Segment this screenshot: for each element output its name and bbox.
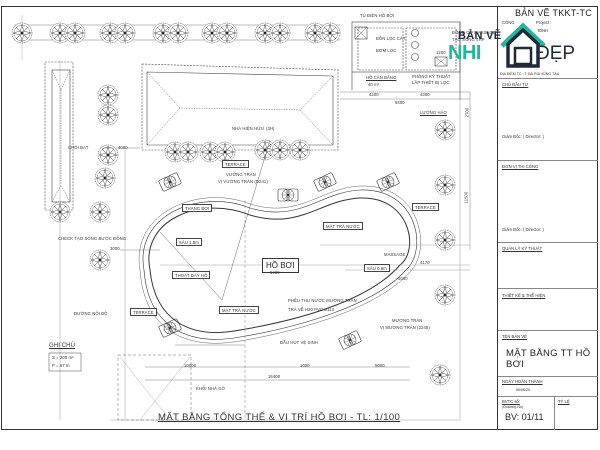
dimension-lines [59,60,471,421]
section-contractor: ĐƠN VỊ THI CÔNG [502,164,539,169]
logo-text-banve: BẢN VẼ [458,30,502,42]
completion-label: NGÀY HOÀN THÀNH [502,379,543,384]
label-massage: MASSAGE [384,252,406,257]
label-pavilion-tag: (3H) [266,126,275,131]
label-overflow: MẶT TRÀ NƯỚC [323,222,363,230]
dim-5400: 5400 [270,270,280,275]
label-balance-volume: 40 m³ [368,82,380,87]
dim-2700: 2700 [464,107,470,118]
label-motor-2: TẠO SÓNG 4HP [452,37,485,42]
project-label: CÔNG [502,20,515,25]
label-depth-1: SÂU 1.8m [176,238,202,246]
notes-area: S = 200 m² [52,355,74,360]
section-tech-manager: QUẢN LÝ KỸ THUẬT [502,246,543,251]
completion-date: 06/06/20.. [516,388,532,392]
label-sand-filter: BỒN LỌC CÁT [376,36,406,41]
dim-4170: 4170 [420,260,430,265]
label-terrace-3: TERRACE [130,308,157,316]
label-wood-house: KHỐI NHÀ GỖ [196,386,226,391]
existing-house [141,63,339,151]
label-path: ĐƯỜNG NỘI BỘ [74,311,108,316]
label-planter-2: MƯƠNG TRÀN [392,318,423,323]
dim-5000: 5000 [398,276,408,281]
label-check-note: CHECK TẠO SÓNG BƯỚC ĐỒNG [58,236,127,241]
label-control-cabinet: TỦ ĐIỆN HỒ BƠI [360,13,395,18]
notes-perimeter: P = 67 m [52,363,70,368]
label-planter-2-note: VỊ MƯƠNG TRÀN (2245) [380,325,430,330]
machine-room [340,21,470,100]
sheet-no-label: BVTC số: [502,399,520,404]
drawing-name-label: TÊN BẢN VẼ [502,334,527,339]
label-shed: CHÒI BẠT [68,145,89,150]
dim-4300: 4300 [420,92,430,97]
dim-10000: 10000 [184,363,197,368]
dim-11500: 11500 [463,191,469,204]
label-balance-tank: HỒ CÂN BẰNG [366,75,397,80]
label-planter-note: VỊ VƯỜNG TRÀN (D241) [218,179,268,184]
label-overflow-2: MẶT TRÀ NƯỚC [219,306,259,314]
label-planter: VƯỜNG TRÀN [226,172,256,177]
label-gutter-note-2: TRẢ VỀ H20 PVC ⌀114 [288,307,335,312]
section-design: THIẾT KẾ & THỂ HIỆN [502,293,546,298]
project-label-en: Project : [536,20,552,25]
sheet-no-label-en: (Drawing No) [502,405,524,409]
label-hedge: LƯỚNG HÀO [420,110,447,115]
notes-title: GHI CHÚ [49,343,76,349]
logo-text-dep: ĐẸP [536,43,576,64]
dim-4200: 4200 [369,92,379,97]
logo-text-nhi: NHI [448,42,481,64]
label-machine-room-2: LẮP THIẾT BỊ LỌC [412,80,450,85]
label-pool: HỒ BƠI [262,258,299,273]
dim-3000: 3000 [110,246,120,251]
label-machine-room: PHÒNG KỸ THUẬT [412,74,451,79]
house-logo-icon [500,22,546,68]
section-investor: CHỦ ĐẦU TƯ [502,82,529,87]
drawing-frame [1,6,598,430]
label-pavilion: NHÀ HIỆN HỮU [232,126,264,131]
drawing-caption: MẶT BẰNG TỔNG THỂ & VỊ TRÍ HỒ BƠI - TL: … [158,412,401,423]
title-block-header: BẢN VẼ TKKT-TC [515,8,593,18]
sheet-number: BV: 01/11 [505,412,544,422]
scale-label: TỶ LỆ [558,399,570,404]
label-depth-2: SÂU 0.6m [364,264,390,272]
label-drain: THOÁT ĐÁY HỒ [172,271,211,279]
dim-5000b: 5000 [375,363,385,368]
drawing-name: MẶT BẰNG TT HỒ BƠI [506,348,591,370]
label-light-note: ĐẦU HÚT VỆ SINH [280,340,318,345]
label-gutter-note: PHỄU THU NƯỚC MƯƠNG TRÀN [288,298,357,303]
dim-1000: 1000 [300,363,310,368]
label-stairs: THANG BƠI [182,204,213,212]
label-terrace-1: TERRACE [222,160,249,168]
dim-9400: 9400 [395,100,405,105]
pool-outline [138,185,421,344]
project-name: BÌNH [538,28,549,33]
sheet-divider [554,396,555,430]
label-motor: ĐỘNG CƠ MASSAGE [452,30,496,35]
label-pump: BƠM LỌC [376,48,397,53]
left-shed [44,61,74,211]
top-tree-row [11,15,341,60]
investor-director: Giám Đốc: ( Director: ) [502,134,544,139]
dim-1200: 1200 [436,50,446,55]
brand-logo: BẢN VẼ NHI ĐẸP [448,18,578,70]
dim-16400: 16400 [268,374,281,379]
contractor-director: Giám Đốc: ( Director: ) [502,227,544,232]
title-block: BẢN VẼ TKKT-TC CÔNG Project : BÌNH ĐỊA Đ… [497,6,598,430]
notes-box [48,352,82,372]
location: ĐỊA ĐIỂM TC : T. BÀ RỊA VŨNG TÀU [500,72,560,76]
label-terrace-2: TERRACE [412,203,439,211]
dim-4000: 4000 [118,145,128,150]
